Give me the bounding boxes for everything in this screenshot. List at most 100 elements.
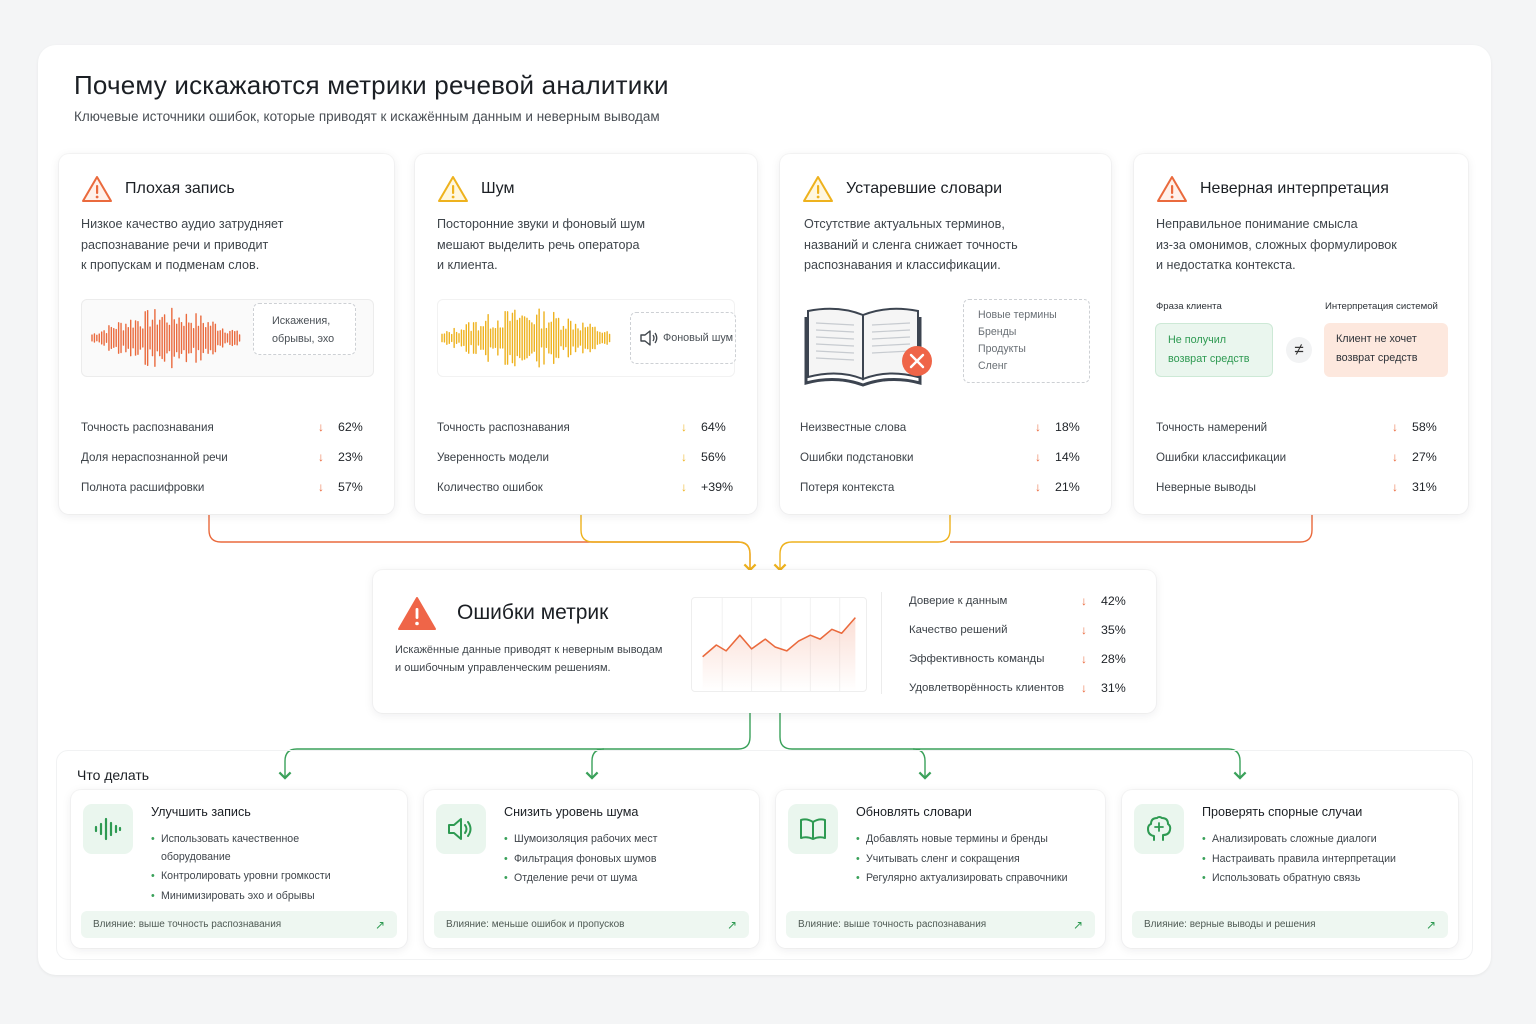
- metric-row: Доверие к данным↓42%: [909, 593, 1126, 608]
- divider: [881, 592, 882, 694]
- source-card-bad-recording: Плохая запись Низкое качество аудио затр…: [59, 154, 394, 514]
- arrow-down-icon: ↓: [1081, 622, 1087, 637]
- connector-bad-recording: [208, 515, 751, 572]
- list-item: Анализировать сложные диалоги: [1202, 831, 1446, 849]
- system-interpretation-label: Интерпретация системой: [1325, 301, 1438, 312]
- metric-row: Неизвестные слова↓18%: [800, 420, 1080, 434]
- warning-triangle-red-icon: [1157, 176, 1187, 202]
- not-equal-icon: ≠: [1286, 337, 1312, 363]
- arrow-down-icon: ↓: [681, 420, 687, 434]
- connector-todo-3: [912, 748, 932, 780]
- page-title: Почему искажаются метрики речевой аналит…: [74, 70, 669, 100]
- section-title: Что делать: [77, 767, 150, 783]
- source-card-outdated-dictionaries: Устаревшие словари Отсутствие актуальных…: [780, 154, 1111, 514]
- warning-triangle-yellow-icon: [438, 176, 468, 202]
- waveform-yellow-icon: [441, 308, 611, 368]
- center-metric-list: Доверие к данным↓42% Качество решений↓35…: [909, 586, 1135, 702]
- audio-wave-icon: [83, 804, 133, 854]
- card-title: Шум: [481, 180, 515, 197]
- center-description: Искажённые данные приводят к неверным вы…: [395, 644, 663, 674]
- card-description: Отсутствие актуальных терминов,названий …: [804, 217, 1018, 272]
- metric-row: Эффективность команды↓28%: [909, 651, 1126, 666]
- action-card-improve-recording: Улучшить запись Использовать качественно…: [71, 790, 407, 948]
- warning-triangle-yellow-icon: [803, 176, 833, 202]
- action-list: Добавлять новые термины и бренды Учитыва…: [856, 831, 1093, 890]
- arrow-down-icon: ↓: [1081, 593, 1087, 608]
- list-item: Регулярно актуализировать справочники: [856, 870, 1093, 888]
- speaker-icon: [436, 804, 486, 854]
- metric-row: Ошибки подстановки↓14%: [800, 450, 1080, 464]
- connector-todo-2: [585, 748, 605, 780]
- arrow-down-icon: ↓: [318, 420, 324, 434]
- list-item: Шумоизоляция рабочих мест: [504, 831, 747, 849]
- source-card-misinterpretation: Неверная интерпретация Неправильное пони…: [1134, 154, 1468, 514]
- arrow-down-icon: ↓: [681, 450, 687, 464]
- impact-badge[interactable]: Влияние: верные выводы и решения↗: [1132, 911, 1448, 938]
- arrow-down-icon: ↓: [1035, 480, 1041, 494]
- distorted-waveform: Искажения,обрывы, эхо: [81, 299, 374, 377]
- impact-badge[interactable]: Влияние: выше точность распознавания↗: [81, 911, 397, 938]
- connector-todo-1: [278, 713, 751, 780]
- card-title: Устаревшие словари: [846, 180, 1003, 197]
- what-to-do-section: [56, 750, 1473, 960]
- action-card-check-disputed: Проверять спорные случаи Анализировать с…: [1122, 790, 1458, 948]
- arrow-down-icon: ↓: [681, 480, 687, 494]
- distortion-tag: Искажения,обрывы, эхо: [253, 303, 356, 355]
- metric-row: Потеря контекста↓21%: [800, 480, 1080, 494]
- metric-row: Удовлетворённость клиентов↓31%: [909, 680, 1126, 695]
- arrow-down-icon: ↓: [1392, 420, 1398, 434]
- card-title: Неверная интерпретация: [1200, 180, 1389, 197]
- arrow-down-icon: ↓: [1035, 450, 1041, 464]
- list-item: Использовать обратную связь: [1202, 870, 1446, 888]
- metric-list: Точность намерений↓58% Ошибки классифика…: [1156, 412, 1446, 502]
- metric-list: Неизвестные слова↓18% Ошибки подстановки…: [800, 412, 1089, 502]
- action-card-update-dictionaries: Обновлять словари Добавлять новые термин…: [776, 790, 1105, 948]
- connector-left-arrow: [737, 541, 757, 572]
- client-phrase-label: Фраза клиента: [1156, 301, 1222, 312]
- metric-row: Точность распознавания↓62%: [81, 420, 363, 434]
- arrow-down-icon: ↓: [318, 450, 324, 464]
- arrow-up-right-icon: ↗: [1072, 917, 1083, 932]
- list-item: Минимизировать эхо и обрывы: [151, 888, 395, 906]
- connector-noise: [580, 515, 738, 543]
- list-item: Контролировать уровни громкости: [151, 868, 395, 886]
- connector-todo-4: [779, 713, 1247, 780]
- distorted-trend-chart: [691, 597, 867, 692]
- waveform-red-icon: [91, 307, 241, 369]
- action-title: Снизить уровень шума: [504, 805, 639, 819]
- action-title: Улучшить запись: [151, 805, 251, 819]
- metric-list: Точность распознавания↓62% Доля нераспоз…: [81, 412, 372, 502]
- metric-row: Доля нераспознанной речи↓23%: [81, 450, 363, 464]
- brain-icon: [1134, 804, 1184, 854]
- open-book-icon: [788, 804, 838, 854]
- list-item: Отделение речи от шума: [504, 870, 747, 888]
- arrow-up-right-icon: ↗: [1425, 917, 1436, 932]
- action-list: Шумоизоляция рабочих мест Фильтрация фон…: [504, 831, 747, 890]
- arrow-up-right-icon: ↗: [374, 917, 385, 932]
- impact-badge[interactable]: Влияние: выше точность распознавания↗: [786, 911, 1095, 938]
- metric-list: Точность распознавания↓64% Уверенность м…: [437, 412, 735, 502]
- action-title: Проверять спорные случаи: [1202, 805, 1363, 819]
- metric-row: Точность распознавания↓64%: [437, 420, 726, 434]
- list-item: Учитывать сленг и сокращения: [856, 851, 1093, 869]
- impact-badge[interactable]: Влияние: меньше ошибок и пропусков↗: [434, 911, 749, 938]
- page-subtitle: Ключевые источники ошибок, которые приво…: [74, 109, 660, 124]
- warning-triangle-red-icon: [82, 176, 112, 202]
- card-title: Плохая запись: [125, 180, 235, 197]
- warning-triangle-filled-icon: [398, 597, 436, 630]
- action-list: Анализировать сложные диалоги Настраиват…: [1202, 831, 1446, 890]
- metric-row: Количество ошибок↓+39%: [437, 480, 734, 494]
- connector-interpretation: [950, 515, 1313, 543]
- list-item: Фильтрация фоновых шумов: [504, 851, 747, 869]
- arrow-down-icon: ↓: [1392, 480, 1398, 494]
- arrow-down-icon: ↓: [318, 480, 324, 494]
- metric-row: Неверные выводы↓31%: [1156, 480, 1437, 494]
- noisy-waveform: Фоновый шум: [437, 299, 736, 377]
